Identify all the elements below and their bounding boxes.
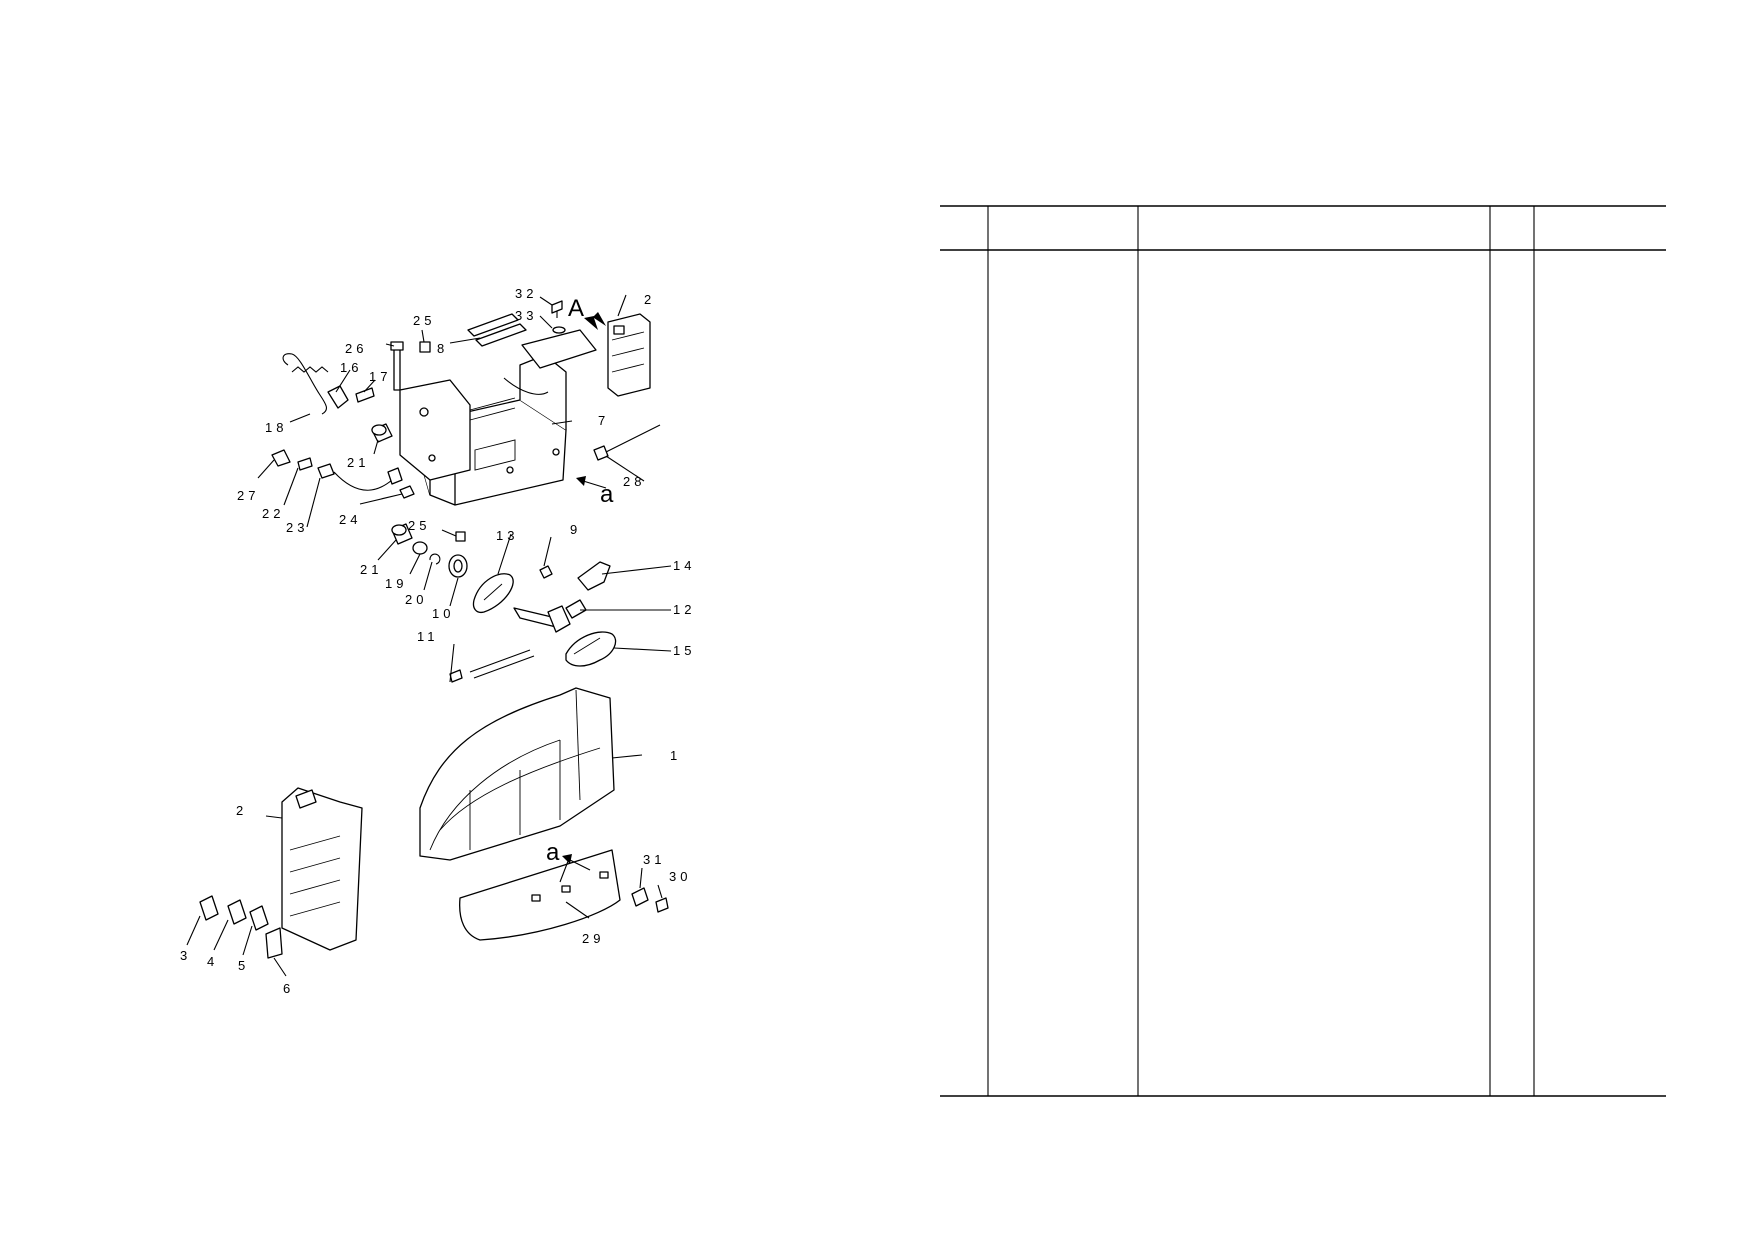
callout-23: 23: [286, 520, 308, 535]
callout-16: 16: [340, 360, 362, 375]
part-31-bolt: [631, 887, 649, 907]
callout-14: 14: [673, 558, 695, 573]
callout-12: 12: [673, 602, 695, 617]
view-arrow-a-lower-left-icon: [576, 476, 586, 486]
part-28-cable: [593, 424, 661, 461]
part-15-grip: [565, 631, 617, 667]
part-4-switch: [227, 899, 247, 925]
callout-32: 32: [515, 286, 537, 301]
part-29-bottom-cover: [459, 849, 621, 941]
part-30-cap: [655, 897, 669, 913]
part-33-washer: [552, 326, 566, 334]
callout-17: 17: [369, 369, 391, 384]
callout-22: 22: [262, 506, 284, 521]
view-marks: A a a: [546, 295, 614, 866]
part-22-clamp: [297, 457, 313, 471]
view-arrow-a-icon: [584, 312, 606, 330]
part-25-nut-lower: [455, 531, 466, 542]
part-6-switch: [265, 927, 283, 959]
callout-28: 28: [623, 474, 645, 489]
callout-15: 15: [673, 643, 695, 658]
callout-11: 11: [417, 629, 439, 644]
callout-33: 33: [515, 308, 537, 323]
part-9-bolt: [539, 565, 553, 579]
parts-table: [940, 205, 1666, 1097]
leader-lines: [186, 294, 672, 977]
part-3-switch: [199, 895, 219, 921]
callout-2: 2: [644, 292, 655, 307]
view-arrow-a-lower-right-icon: [562, 854, 572, 864]
part-8-plate: [467, 313, 527, 347]
part-24-connector: [399, 485, 415, 499]
callout-24: 24: [339, 512, 361, 527]
callout-20: 20: [405, 592, 427, 607]
part-2-switch-box-upper: [607, 313, 651, 397]
callout-29: 29: [582, 931, 604, 946]
callout-13: 13: [496, 528, 518, 543]
callout-6: 6: [283, 981, 294, 996]
part-5-switch: [249, 905, 269, 931]
part-21-bushing-upper: [371, 423, 393, 443]
part-27-fitting: [271, 449, 291, 467]
callout-labels: 1 2 2 3 4 5 6 7 8 9 10 11 12 13 14 15 16…: [180, 286, 695, 996]
callout-19: 19: [385, 576, 407, 591]
part-21-bushing-lower: [391, 523, 413, 545]
part-2-switch-panel-lower: [281, 787, 363, 951]
view-mark-a-upper: A: [568, 295, 584, 322]
callout-2: 2: [236, 803, 247, 818]
view-mark-a-bottom: a: [546, 839, 560, 866]
exploded-parts-diagram: 1 2 2 3 4 5 6 7 8 9 10 11 12 13 14 15 16…: [180, 286, 695, 996]
part-7-bracket-frame: [399, 329, 597, 506]
callout-7: 7: [598, 413, 609, 428]
part-19-washer: [412, 541, 428, 555]
callout-1: 1: [670, 748, 681, 763]
callout-21: 21: [360, 562, 382, 577]
callout-3: 3: [180, 948, 191, 963]
part-11-screw: [449, 669, 463, 683]
callout-26: 26: [345, 341, 367, 356]
callout-27: 27: [237, 488, 259, 503]
part-13-cover: [472, 573, 514, 614]
callout-9: 9: [570, 522, 581, 537]
part-26-bolt: [393, 345, 401, 391]
part-25-nut-upper: [419, 341, 431, 353]
callout-21: 21: [347, 455, 369, 470]
callout-18: 18: [265, 420, 287, 435]
callout-31: 31: [643, 852, 665, 867]
part-26-bolt-head: [390, 341, 404, 351]
callout-30: 30: [669, 869, 691, 884]
callout-10: 10: [432, 606, 454, 621]
part-10-grommet: [448, 554, 468, 578]
part-32-bolt: [551, 300, 563, 318]
part-18-spring: [282, 353, 329, 415]
callout-25: 25: [408, 518, 430, 533]
callout-8: 8: [437, 341, 448, 356]
callout-25: 25: [413, 313, 435, 328]
part-1-console-box: [419, 687, 615, 861]
part-17-bolt: [355, 387, 375, 403]
part-14-lever-head: [577, 561, 611, 591]
callout-5: 5: [238, 958, 249, 973]
part-23-switch-cable: [317, 463, 403, 491]
part-20-snap-ring: [429, 553, 441, 565]
view-mark-a-lower: a: [600, 481, 614, 508]
part-16-lever: [327, 385, 349, 409]
callout-4: 4: [207, 954, 218, 969]
part-12-shaft: [469, 599, 587, 679]
